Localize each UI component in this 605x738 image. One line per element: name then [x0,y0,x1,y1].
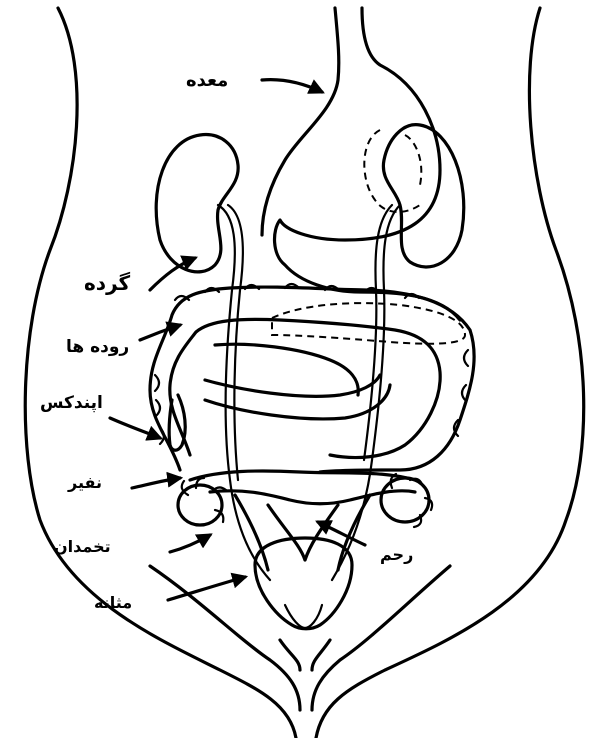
arrow-ovary [170,535,210,552]
small-intestine [205,344,390,419]
right-kidney [383,125,463,267]
label-intestines: روده ها [66,337,129,357]
label-ovary: تخمدان [54,537,111,556]
large-intestine [150,284,474,472]
label-tube: نفیر [67,473,102,492]
label-bladder: مثانه [94,593,132,612]
label-stomach: معده [186,70,228,91]
arrow-stomach [262,80,322,92]
left-kidney [156,135,238,272]
arrow-appendix [110,418,160,438]
label-appendix: اپندکس [40,393,103,413]
label-uterus: رحم [380,545,413,564]
label-kidney: گرده [84,271,131,295]
arrow-intestines [140,325,180,340]
ureters [218,205,400,580]
stomach [262,8,460,320]
labels: معده گرده روده ها اپندکس نفیر تخمدان رحم… [40,70,413,612]
arrow-tube [132,478,180,488]
